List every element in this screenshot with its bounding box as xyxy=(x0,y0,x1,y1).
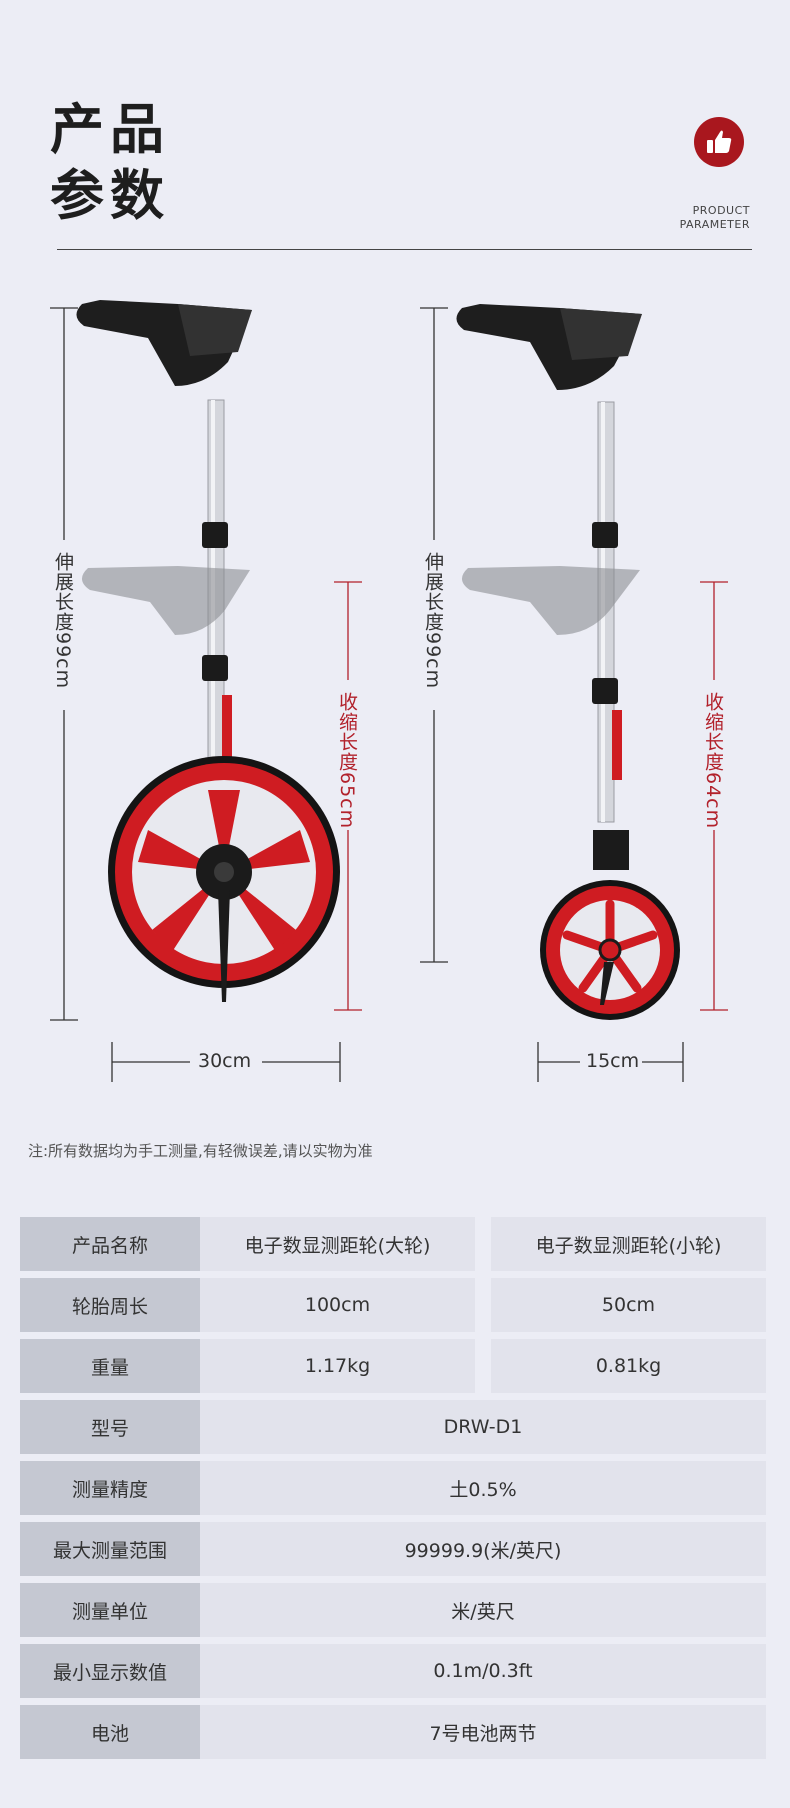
spec-label: 最小显示数值 xyxy=(20,1644,200,1698)
spec-value-large: 电子数显测距轮(大轮) xyxy=(200,1217,475,1271)
column-gap xyxy=(475,1278,491,1332)
spec-label: 测量精度 xyxy=(20,1461,200,1515)
table-row: 测量精度 土0.5% xyxy=(20,1461,766,1515)
page-title-line-1: 产品 xyxy=(50,98,170,161)
spec-value-small: 0.81kg xyxy=(491,1339,766,1393)
subtitle-line-1: PRODUCT xyxy=(692,204,750,217)
spec-label: 最大测量范围 xyxy=(20,1522,200,1576)
table-row: 型号 DRW-D1 xyxy=(20,1400,766,1454)
column-gap xyxy=(475,1339,491,1393)
table-row: 最大测量范围 99999.9(米/英尺) xyxy=(20,1522,766,1576)
thumbs-up-badge xyxy=(694,117,744,167)
spec-table: 产品名称 电子数显测距轮(大轮) 电子数显测距轮(小轮) 轮胎周长 100cm … xyxy=(20,1210,766,1766)
spec-value-large: 100cm xyxy=(200,1278,475,1332)
spec-label: 型号 xyxy=(20,1400,200,1454)
spec-value-small: 50cm xyxy=(491,1278,766,1332)
spec-value: 米/英尺 xyxy=(200,1583,766,1637)
spec-value: 99999.9(米/英尺) xyxy=(200,1522,766,1576)
large-wheel-width-label: 30cm xyxy=(198,1050,252,1072)
spec-value: DRW-D1 xyxy=(200,1400,766,1454)
large-measuring-wheel-image xyxy=(76,300,340,1002)
spec-label: 轮胎周长 xyxy=(20,1278,200,1332)
subtitle-line-2: PARAMETER xyxy=(679,218,750,231)
header-divider xyxy=(57,249,752,250)
large-wheel-folded-length-label: 收缩长度65cm xyxy=(336,692,358,830)
thumbs-up-icon xyxy=(707,130,732,153)
spec-value-large: 1.17kg xyxy=(200,1339,475,1393)
page-subtitle: PRODUCT PARAMETER xyxy=(680,204,750,232)
table-row: 测量单位 米/英尺 xyxy=(20,1583,766,1637)
large-wheel-extended-length-label: 伸展长度99cm xyxy=(52,552,74,690)
small-wheel-dimension-lines xyxy=(420,307,684,1082)
small-measuring-wheel-image xyxy=(456,304,680,1020)
table-row: 电池 7号电池两节 xyxy=(20,1705,766,1759)
small-wheel-folded-line xyxy=(700,581,728,1011)
spec-label: 电池 xyxy=(20,1705,200,1759)
spec-value: 0.1m/0.3ft xyxy=(200,1644,766,1698)
table-row: 产品名称 电子数显测距轮(大轮) 电子数显测距轮(小轮) xyxy=(20,1217,766,1271)
spec-label: 测量单位 xyxy=(20,1583,200,1637)
table-row: 重量 1.17kg 0.81kg xyxy=(20,1339,766,1393)
table-row: 轮胎周长 100cm 50cm xyxy=(20,1278,766,1332)
spec-value: 土0.5% xyxy=(200,1461,766,1515)
spec-label: 重量 xyxy=(20,1339,200,1393)
small-wheel-width-label: 15cm xyxy=(586,1050,640,1072)
spec-value-small: 电子数显测距轮(小轮) xyxy=(491,1217,766,1271)
table-row: 最小显示数值 0.1m/0.3ft xyxy=(20,1644,766,1698)
page-title-line-2: 参数 xyxy=(50,164,170,227)
small-wheel-folded-length-label: 收缩长度64cm xyxy=(702,692,724,830)
large-wheel-dimension-lines xyxy=(50,307,341,1082)
spec-label: 产品名称 xyxy=(20,1217,200,1271)
small-wheel-extended-length-label: 伸展长度99cm xyxy=(422,552,444,690)
large-wheel-folded-line xyxy=(334,581,362,1011)
measurement-note: 注:所有数据均为手工测量,有轻微误差,请以实物为准 xyxy=(28,1142,373,1160)
column-gap xyxy=(475,1217,491,1271)
product-dimension-diagram xyxy=(50,300,728,1082)
spec-value: 7号电池两节 xyxy=(200,1705,766,1759)
